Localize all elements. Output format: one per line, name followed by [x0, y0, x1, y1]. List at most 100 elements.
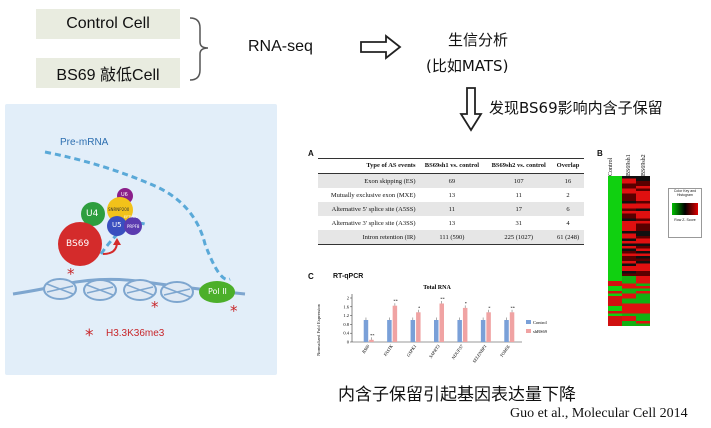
- heatmap-cell: [608, 316, 622, 319]
- pre-mrna-label: Pre-mRNA: [60, 137, 109, 148]
- heatmap-cell: [622, 306, 636, 309]
- heatmap-cell: [636, 261, 650, 264]
- u5-label: U5: [112, 221, 122, 229]
- heatmap-cell: [622, 276, 636, 279]
- heatmap-cell: [622, 248, 636, 252]
- heatmap-cell: [636, 288, 650, 292]
- heatmap-cell: [622, 293, 636, 297]
- heatmap-cell: [636, 211, 650, 214]
- significance-mark: *: [418, 305, 421, 310]
- significance-mark: **: [393, 299, 398, 304]
- snrnp200-node: [107, 197, 133, 223]
- heatmap-cell: [622, 196, 636, 199]
- col-sh1: BS69sh1 vs. control: [418, 158, 486, 174]
- heatmap-cell: [636, 253, 650, 257]
- nucleosome-2: [83, 279, 117, 301]
- mark-1: *: [67, 265, 75, 283]
- table-row: Mutually exclusive exon (MXE) 13 11 2: [318, 188, 584, 202]
- table-cell: 17: [485, 202, 553, 216]
- heatmap-cell: [636, 181, 650, 184]
- heatmap-cell: [608, 258, 622, 262]
- table-cell: 13: [448, 191, 456, 199]
- heatmap-cell: [636, 298, 650, 302]
- heatmap-cell: [622, 191, 636, 194]
- table-cell: 4: [566, 219, 570, 227]
- bar-shbs69: [462, 307, 468, 342]
- u4-label: U4: [86, 209, 99, 219]
- heatmap-cell: [622, 246, 636, 249]
- table-cell: 6: [552, 202, 584, 216]
- heatmap-cell: [608, 283, 622, 287]
- prpf8-label: PRPF8: [127, 224, 140, 229]
- heatmap-cell: [622, 183, 636, 187]
- down-arrow-icon: [459, 87, 483, 132]
- heatmap-cell: [636, 188, 650, 192]
- heatmap-cell: [622, 251, 636, 254]
- heatmap-cell: [636, 308, 650, 312]
- heatmap-cell: [608, 216, 622, 219]
- heatmap-cell: [622, 288, 636, 292]
- heatmap-cell: [636, 251, 650, 254]
- y-tick-label: 1.2: [343, 313, 349, 318]
- spliceosome-schematic: * * * *: [5, 104, 277, 375]
- heatmap-cell: [608, 213, 622, 217]
- significance-mark: **: [440, 297, 445, 302]
- heatmap-cell: [636, 293, 650, 297]
- heatmap-cell: [636, 183, 650, 187]
- heatmap-cell: [622, 258, 636, 262]
- heatmap-cell: [636, 213, 650, 217]
- heatmap-cell: [636, 223, 650, 227]
- heatmap-cell: [636, 266, 650, 269]
- panel-b-letter: B: [597, 149, 603, 158]
- prpf8-node: [124, 217, 142, 235]
- heatmap-cell: [622, 283, 636, 287]
- heatmap-cell: [636, 273, 650, 277]
- schematic-svg: * * * *: [12, 150, 246, 346]
- heatmap-cell: [608, 243, 622, 247]
- heatmap-cell: [636, 231, 650, 234]
- heatmap-col-sh1: BS69sh1: [626, 154, 632, 176]
- color-key-title: Color Key and Histogram: [673, 189, 697, 197]
- color-key: Color Key and Histogram Row Z- Score: [668, 188, 702, 238]
- heatmap-cell: [636, 276, 650, 279]
- bar-control: [504, 320, 509, 342]
- heatmap-cell: [622, 176, 636, 179]
- heatmap-cell: [622, 198, 636, 202]
- heatmap-cell: [636, 178, 650, 182]
- table-cell: 2: [566, 191, 570, 199]
- heatmap-cell: [636, 268, 650, 272]
- heatmap-cell: [636, 176, 650, 179]
- heatmap-cell: [636, 236, 650, 239]
- pol-ii-label: Pol II: [208, 287, 227, 296]
- y-tick-label: 0: [347, 340, 350, 345]
- heatmap-cell: [636, 321, 650, 324]
- rt-qpcr-heading: RT-qPCR: [333, 273, 364, 280]
- heatmap-cell: [622, 321, 636, 324]
- heatmap-cell: [622, 228, 636, 232]
- heatmap-cell: [636, 206, 650, 209]
- heatmap-cell: [636, 233, 650, 237]
- heatmap-cell: [608, 231, 622, 234]
- heatmap-cell: [608, 303, 622, 307]
- heatmap-cell: [608, 206, 622, 209]
- heatmap-cell: [622, 301, 636, 304]
- heatmap-cell: [608, 228, 622, 232]
- panel-c-letter: C: [308, 272, 314, 281]
- table-cell: 225 (1027): [485, 230, 553, 245]
- heatmap-cell: [608, 223, 622, 227]
- heatmap-cell: [608, 193, 622, 197]
- heatmap-cell: [608, 183, 622, 187]
- table-cell: 107: [485, 173, 553, 188]
- analysis-label: 生信分析: [448, 31, 509, 49]
- as-events-table: Type of AS events BS69sh1 vs. control BS…: [318, 158, 584, 245]
- table-cell: Mutually exclusive exon (MXE): [330, 191, 416, 199]
- heatmap-cell: [622, 206, 636, 209]
- nucleosome-4: [160, 281, 194, 303]
- u4-node: [81, 202, 105, 226]
- heatmap-cell: [636, 306, 650, 309]
- heatmap-cell: [608, 276, 622, 279]
- heatmap-cell: [608, 248, 622, 252]
- heatmap-cell: [608, 323, 622, 326]
- heatmap-cell: [636, 246, 650, 249]
